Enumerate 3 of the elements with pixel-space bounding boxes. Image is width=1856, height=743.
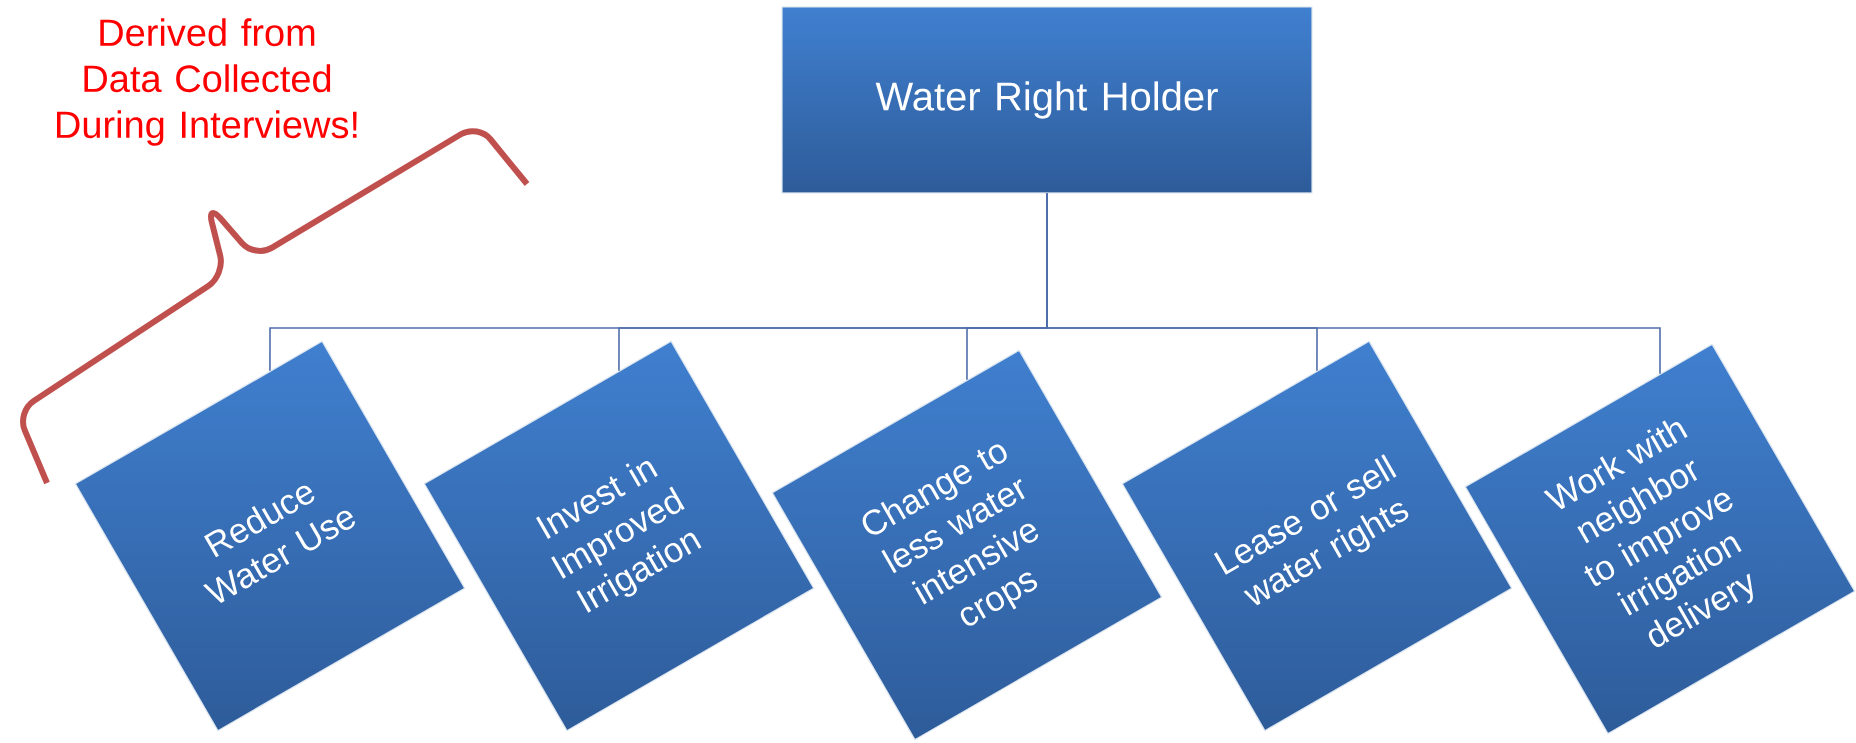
- annotation-text: Derived from Data Collected During Interviews!: [57, 18, 357, 146]
- connector-line: [1046, 192, 1661, 375]
- title-box: Water Right Holder: [781, 6, 1313, 194]
